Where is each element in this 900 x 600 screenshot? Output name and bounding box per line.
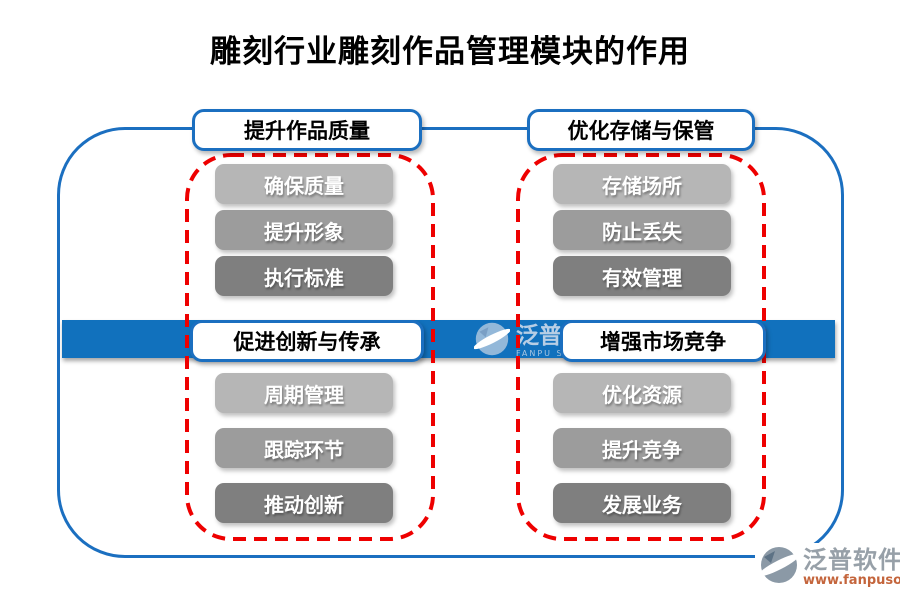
footer-url-text: www.fanpusoft.com <box>803 572 900 588</box>
item-drive-innovation: 推动创新 <box>215 483 393 523</box>
item-storage-place: 存储场所 <box>553 164 731 204</box>
fanpu-swoosh-icon <box>758 545 800 589</box>
item-quality-assurance: 确保质量 <box>215 164 393 204</box>
dashed-group-right <box>515 152 767 542</box>
outer-rounded-frame <box>57 127 844 558</box>
item-competitiveness: 提升竞争 <box>553 428 731 468</box>
item-resource-optimize: 优化资源 <box>553 373 731 413</box>
item-image-improvement: 提升形象 <box>215 210 393 250</box>
item-effective-mgmt: 有效管理 <box>553 256 731 296</box>
section-header-storage: 优化存储与保管 <box>527 109 755 151</box>
page-title: 雕刻行业雕刻作品管理模块的作用 <box>210 34 690 70</box>
dashed-group-left <box>184 152 436 542</box>
item-cycle-management: 周期管理 <box>215 373 393 413</box>
item-standards: 执行标准 <box>215 256 393 296</box>
section-header-market: 增强市场竞争 <box>560 320 766 362</box>
footer-brand-text: 泛普软件 <box>803 545 900 574</box>
section-header-quality: 提升作品质量 <box>192 109 422 151</box>
item-tracking: 跟踪环节 <box>215 428 393 468</box>
fanpu-logo: 泛普软件 www.fanpusoft.com <box>755 543 900 591</box>
item-business-growth: 发展业务 <box>553 483 731 523</box>
section-header-innovation: 促进创新与传承 <box>190 320 424 362</box>
item-loss-prevention: 防止丢失 <box>553 210 731 250</box>
